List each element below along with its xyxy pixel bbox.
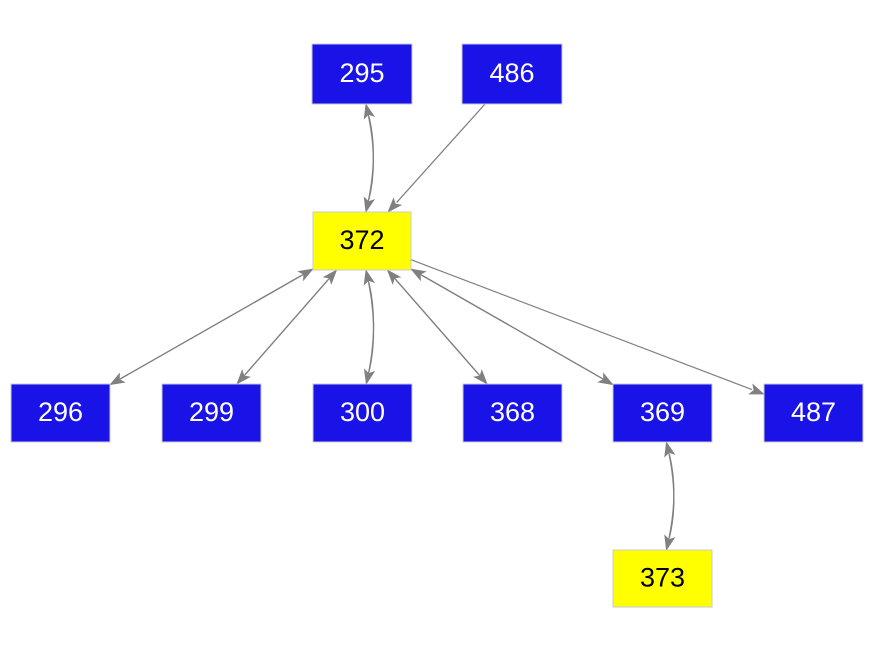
node-box[interactable]: [612, 383, 713, 443]
graph-node-368[interactable]: 368: [462, 383, 563, 443]
edge-arrowhead: [386, 269, 402, 285]
node-label: 486: [489, 58, 534, 88]
graph-edge: [410, 259, 753, 391]
graph-edge: [109, 274, 303, 386]
node-label: 373: [640, 563, 685, 593]
edge-arrowhead: [363, 103, 375, 120]
edge-arrowhead: [748, 383, 765, 395]
node-box[interactable]: [462, 383, 563, 443]
node-box[interactable]: [461, 43, 563, 105]
graph-node-296[interactable]: 296: [10, 383, 111, 443]
graph-node-300[interactable]: 300: [312, 383, 413, 443]
node-label: 296: [38, 397, 83, 427]
graph-node-299[interactable]: 299: [161, 383, 262, 443]
edge-arrowhead: [363, 269, 375, 286]
node-box[interactable]: [312, 211, 412, 271]
graph-node-487[interactable]: 487: [763, 383, 864, 443]
edge-arrowhead: [297, 268, 314, 282]
graph-edge: [365, 116, 374, 213]
node-box[interactable]: [312, 383, 413, 443]
graph-edge: [665, 454, 675, 551]
graph-edge: [365, 282, 375, 385]
graph-node-373[interactable]: 373: [612, 549, 713, 608]
node-box[interactable]: [161, 383, 262, 443]
graph-edge: [421, 274, 614, 386]
node-box[interactable]: [763, 383, 864, 443]
graph-node-486[interactable]: 486: [461, 43, 563, 105]
graph-edge: [236, 279, 329, 385]
node-label: 295: [339, 58, 384, 88]
nodes-layer: 295 486 372 296 299 300 368 369 487 373: [10, 43, 864, 608]
node-box[interactable]: [10, 383, 111, 443]
edges-layer: [109, 103, 765, 551]
graph-node-369[interactable]: 369: [612, 383, 713, 443]
node-label: 372: [339, 225, 384, 255]
graph-edge: [396, 103, 486, 203]
edge-arrowhead: [410, 268, 427, 282]
edge-arrowhead: [387, 197, 403, 213]
node-box[interactable]: [311, 43, 413, 105]
edge-arrowhead: [664, 441, 676, 458]
node-label: 300: [340, 397, 385, 427]
node-box[interactable]: [612, 549, 713, 608]
graph-node-295[interactable]: 295: [311, 43, 413, 105]
node-label: 487: [791, 397, 836, 427]
edge-arrowhead: [322, 269, 338, 285]
graph-node-372[interactable]: 372: [312, 211, 412, 271]
node-label: 299: [189, 397, 234, 427]
node-label: 368: [490, 397, 535, 427]
node-label: 369: [640, 397, 685, 427]
graph-edge: [395, 279, 488, 385]
